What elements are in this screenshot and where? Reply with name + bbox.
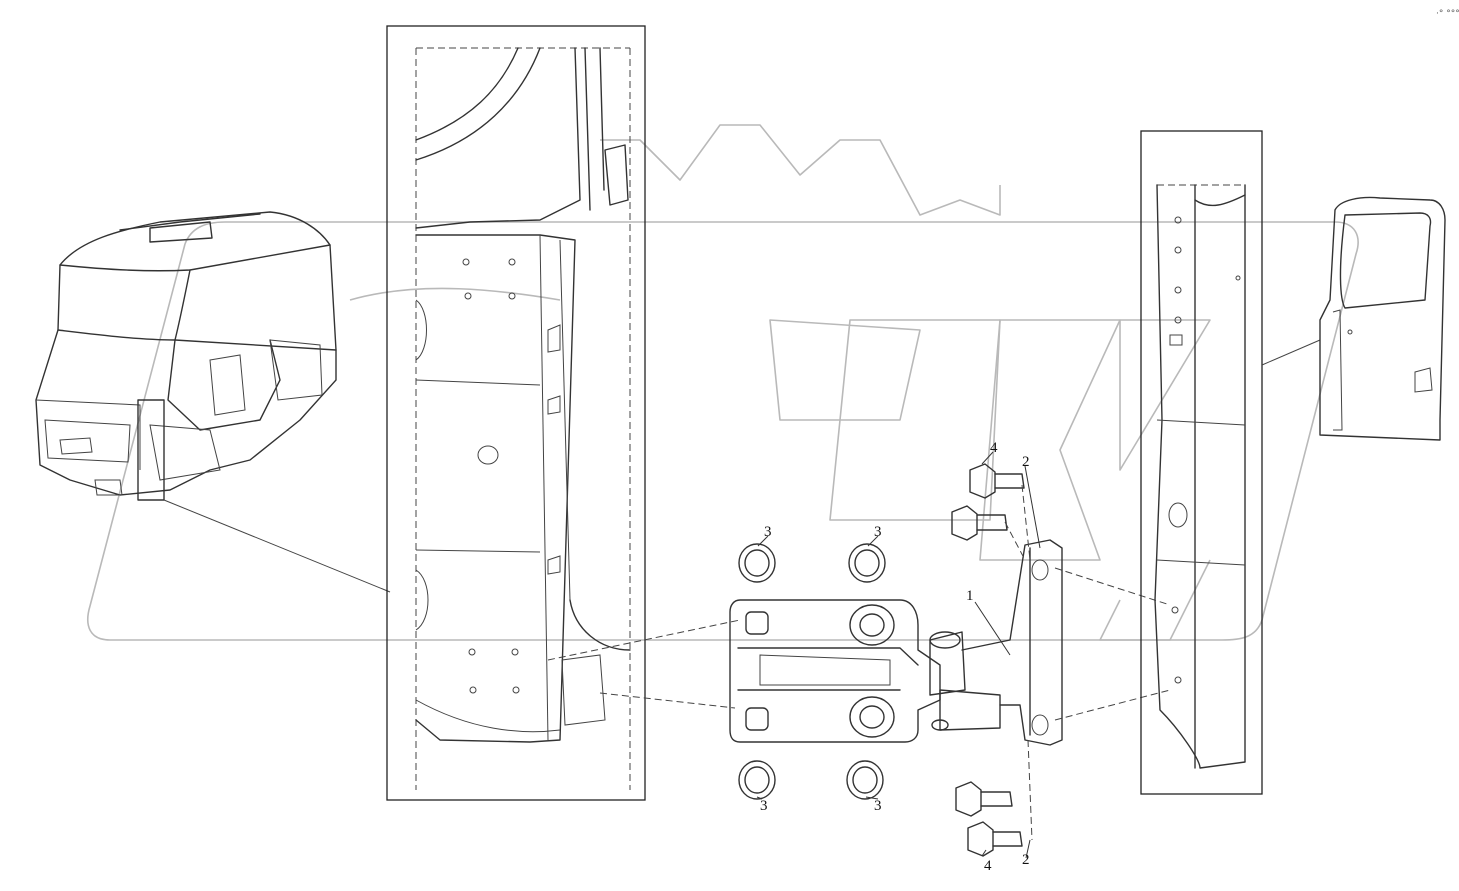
cab-assembly [35, 211, 337, 501]
callout-label-3-top-left: 3 [764, 524, 772, 540]
side-panel-detail [386, 25, 646, 801]
callout-leaders [756, 451, 1041, 859]
callout-label-2-bottom: 2 [1022, 852, 1030, 868]
bolt-upper-1 [969, 463, 1025, 499]
alignment-line-door-lower [1054, 689, 1171, 721]
bolt-lower-1 [955, 781, 1013, 817]
cab-detail-leader [163, 499, 391, 593]
nut-bottom-right [846, 760, 884, 800]
bolt-upper-2 [951, 505, 1008, 541]
watermark-logo [86, 124, 1359, 641]
corner-mark: ·° °°° [1436, 9, 1459, 19]
callout-label-1: 1 [966, 588, 974, 604]
bolt-lower-2 [967, 821, 1023, 857]
door-assembly [1319, 196, 1446, 441]
callout-label-3-top-right: 3 [874, 524, 882, 540]
door-detail-leader [1261, 339, 1321, 366]
callout-label-4-bottom: 4 [984, 858, 992, 874]
bolt-path-lower [1027, 739, 1033, 841]
callout-label-3-bottom-right: 3 [874, 798, 882, 814]
door-edge-detail [1140, 130, 1263, 795]
callout-label-2-top: 2 [1022, 454, 1030, 470]
alignment-line-lower [599, 692, 736, 709]
nut-top-left [738, 543, 776, 583]
bolt-path-upper-2 [1004, 521, 1026, 561]
alignment-line-door-upper [1054, 567, 1171, 606]
nut-bottom-left [738, 760, 776, 800]
nut-top-right [848, 543, 886, 583]
bolt-path-upper [1021, 484, 1031, 561]
callout-label-3-bottom-left: 3 [760, 798, 768, 814]
door-hinge [729, 539, 1063, 746]
callout-label-4-top: 4 [990, 440, 998, 456]
